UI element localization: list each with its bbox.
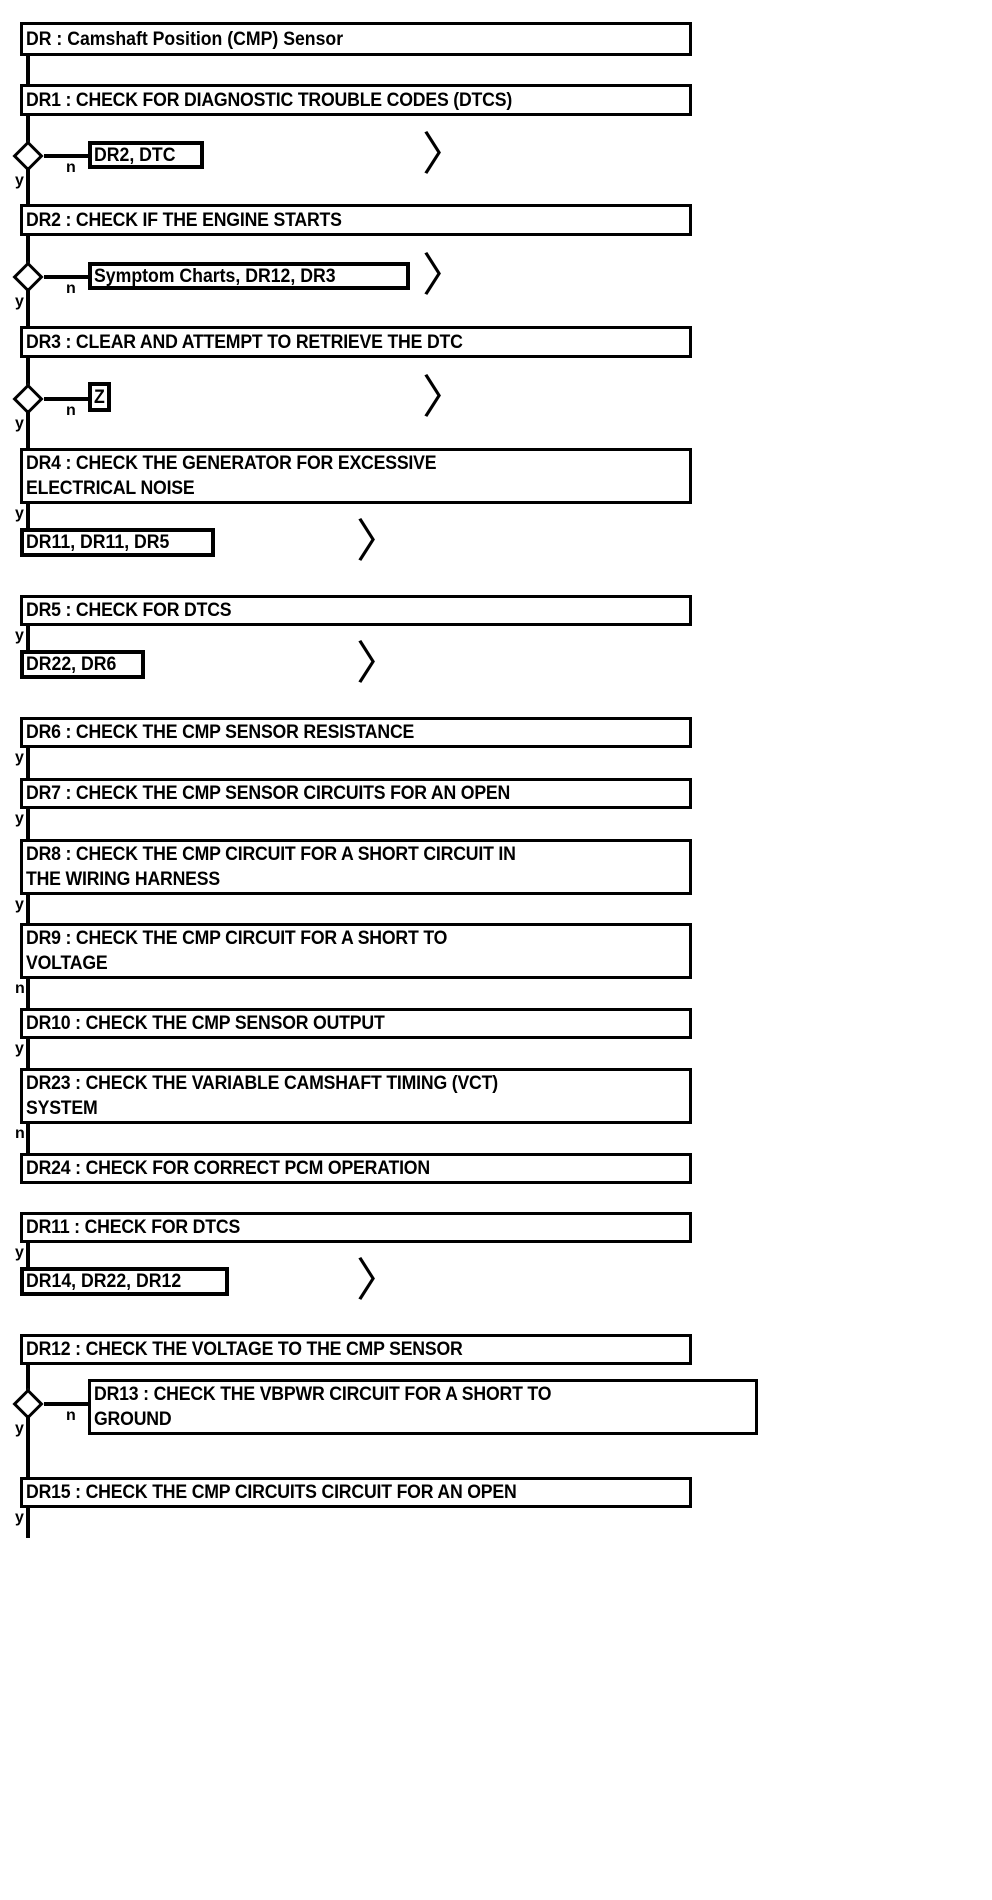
goto-ref-symptom-charts-label: Symptom Charts, DR12, DR3	[94, 265, 336, 287]
edge-label-DR2-no: n	[66, 280, 76, 297]
node-DR5[interactable]: DR5 : CHECK FOR DTCS	[20, 595, 692, 626]
node-DR3-label: DR3 : CLEAR AND ATTEMPT TO RETRIEVE THE …	[26, 331, 463, 353]
goto-ref-DR22-DR6-label: DR22, DR6	[26, 654, 117, 675]
edge-label-DR1-no: n	[66, 159, 76, 176]
node-DR11-label: DR11 : CHECK FOR DTCS	[26, 1217, 241, 1238]
goto-ref-DR11-DR11-DR5-label: DR11, DR11, DR5	[26, 532, 170, 553]
connector-DR2-to-decision2	[26, 236, 30, 266]
edge-label-DR3-yes: y	[15, 415, 24, 432]
goto-ref-DR11-DR11-DR5[interactable]: DR11, DR11, DR5	[20, 528, 215, 557]
node-DR24-label: DR24 : CHECK FOR CORRECT PCM OPERATION	[26, 1158, 430, 1179]
node-DR4-label: DR4 : CHECK THE GENERATOR FOR EXCESSIVE …	[26, 453, 437, 499]
edge-label-DR12-no: n	[66, 1407, 76, 1424]
node-DR13[interactable]: DR13 : CHECK THE VBPWR CIRCUIT FOR A SHO…	[88, 1379, 758, 1435]
goto-ref-Z-label: Z	[94, 386, 105, 408]
goto-ref-Z[interactable]: Z	[88, 382, 111, 412]
chevron-icon-4: 〉	[356, 516, 402, 567]
chevron-icon-3: 〉	[422, 372, 468, 423]
node-DR3[interactable]: DR3 : CLEAR AND ATTEMPT TO RETRIEVE THE …	[20, 326, 692, 358]
node-DR10[interactable]: DR10 : CHECK THE CMP SENSOR OUTPUT	[20, 1008, 692, 1039]
goto-ref-symptom-charts[interactable]: Symptom Charts, DR12, DR3	[88, 262, 410, 290]
node-DR[interactable]: DR : Camshaft Position (CMP) Sensor	[20, 22, 692, 56]
connector-DR9-to-DR10	[26, 979, 30, 1008]
edge-label-DR12-yes: y	[15, 1420, 24, 1437]
node-DR8[interactable]: DR8 : CHECK THE CMP CIRCUIT FOR A SHORT …	[20, 839, 692, 895]
node-DR12[interactable]: DR12 : CHECK THE VOLTAGE TO THE CMP SENS…	[20, 1334, 692, 1365]
chevron-icon-1: 〉	[422, 129, 468, 180]
goto-ref-DR14-DR22-DR12-label: DR14, DR22, DR12	[26, 1271, 182, 1292]
edge-label-DR23-no: n	[15, 1125, 25, 1142]
connector-decision2-to-goto2	[44, 275, 90, 279]
connector-DR6-to-DR7	[26, 748, 30, 778]
connector-DR11-to-goto6	[26, 1243, 30, 1270]
node-DR10-label: DR10 : CHECK THE CMP SENSOR OUTPUT	[26, 1013, 385, 1034]
connector-DR4-to-goto4	[26, 504, 30, 531]
goto-ref-DR2-DTC-label: DR2, DTC	[94, 144, 176, 166]
connector-DR15-out	[26, 1508, 30, 1538]
edge-label-DR1-yes: y	[15, 172, 24, 189]
node-DR4[interactable]: DR4 : CHECK THE GENERATOR FOR EXCESSIVE …	[20, 448, 692, 504]
connector-decision3-to-goto3	[44, 397, 90, 401]
edge-label-DR8-yes: y	[15, 896, 24, 913]
connector-DR-to-DR1	[26, 56, 30, 84]
node-DR7[interactable]: DR7 : CHECK THE CMP SENSOR CIRCUITS FOR …	[20, 778, 692, 809]
edge-label-DR3-no: n	[66, 402, 76, 419]
connector-decision4-to-DR13	[44, 1402, 90, 1406]
edge-label-DR7-yes: y	[15, 810, 24, 827]
node-DR2-label: DR2 : CHECK IF THE ENGINE STARTS	[26, 209, 342, 231]
edge-label-DR9-no: n	[15, 980, 25, 997]
edge-label-DR5-yes: y	[15, 627, 24, 644]
goto-ref-DR14-DR22-DR12[interactable]: DR14, DR22, DR12	[20, 1267, 229, 1296]
connector-DR7-to-DR8	[26, 809, 30, 839]
node-DR9[interactable]: DR9 : CHECK THE CMP CIRCUIT FOR A SHORT …	[20, 923, 692, 979]
connector-decision2-to-DR3	[26, 288, 30, 326]
node-DR11[interactable]: DR11 : CHECK FOR DTCS	[20, 1212, 692, 1243]
node-DR15[interactable]: DR15 : CHECK THE CMP CIRCUITS CIRCUIT FO…	[20, 1477, 692, 1508]
connector-decision4-to-DR15	[26, 1415, 30, 1477]
node-DR1[interactable]: DR1 : CHECK FOR DIAGNOSTIC TROUBLE CODES…	[20, 84, 692, 116]
node-DR8-label: DR8 : CHECK THE CMP CIRCUIT FOR A SHORT …	[26, 844, 516, 890]
edge-label-DR15-yes: y	[15, 1509, 24, 1526]
node-DR23[interactable]: DR23 : CHECK THE VARIABLE CAMSHAFT TIMIN…	[20, 1068, 692, 1124]
edge-label-DR2-yes: y	[15, 293, 24, 310]
connector-DR23-to-DR24	[26, 1124, 30, 1153]
connector-decision1-to-goto1	[44, 154, 90, 158]
connector-DR3-to-decision3	[26, 358, 30, 388]
node-DR12-label: DR12 : CHECK THE VOLTAGE TO THE CMP SENS…	[26, 1339, 463, 1360]
goto-ref-DR2-DTC[interactable]: DR2, DTC	[88, 141, 204, 169]
node-DR24[interactable]: DR24 : CHECK FOR CORRECT PCM OPERATION	[20, 1153, 692, 1184]
connector-decision3-to-DR4	[26, 410, 30, 448]
goto-ref-DR22-DR6[interactable]: DR22, DR6	[20, 650, 145, 679]
node-DR6-label: DR6 : CHECK THE CMP SENSOR RESISTANCE	[26, 722, 415, 743]
edge-label-DR4-yes: y	[15, 505, 24, 522]
node-DR2[interactable]: DR2 : CHECK IF THE ENGINE STARTS	[20, 204, 692, 236]
edge-label-DR10-yes: y	[15, 1040, 24, 1057]
connector-DR12-to-decision4	[26, 1365, 30, 1394]
connector-DR10-to-DR23	[26, 1039, 30, 1068]
node-DR1-label: DR1 : CHECK FOR DIAGNOSTIC TROUBLE CODES…	[26, 89, 513, 111]
edge-label-DR11-yes: y	[15, 1244, 24, 1261]
connector-DR1-to-decision1	[26, 116, 30, 146]
node-DR5-label: DR5 : CHECK FOR DTCS	[26, 600, 232, 621]
node-DR7-label: DR7 : CHECK THE CMP SENSOR CIRCUITS FOR …	[26, 783, 511, 804]
node-DR15-label: DR15 : CHECK THE CMP CIRCUITS CIRCUIT FO…	[26, 1482, 517, 1503]
node-DR9-label: DR9 : CHECK THE CMP CIRCUIT FOR A SHORT …	[26, 928, 448, 974]
chevron-icon-2: 〉	[422, 250, 468, 301]
node-DR13-label: DR13 : CHECK THE VBPWR CIRCUIT FOR A SHO…	[94, 1384, 552, 1430]
edge-label-DR6-yes: y	[15, 749, 24, 766]
chevron-icon-6: 〉	[356, 1255, 402, 1306]
node-DR6[interactable]: DR6 : CHECK THE CMP SENSOR RESISTANCE	[20, 717, 692, 748]
node-DR-label: DR : Camshaft Position (CMP) Sensor	[26, 28, 344, 50]
connector-DR8-to-DR9	[26, 895, 30, 923]
connector-decision1-to-DR2	[26, 167, 30, 204]
node-DR23-label: DR23 : CHECK THE VARIABLE CAMSHAFT TIMIN…	[26, 1073, 498, 1119]
connector-DR5-to-goto5	[26, 626, 30, 653]
chevron-icon-5: 〉	[356, 638, 402, 689]
